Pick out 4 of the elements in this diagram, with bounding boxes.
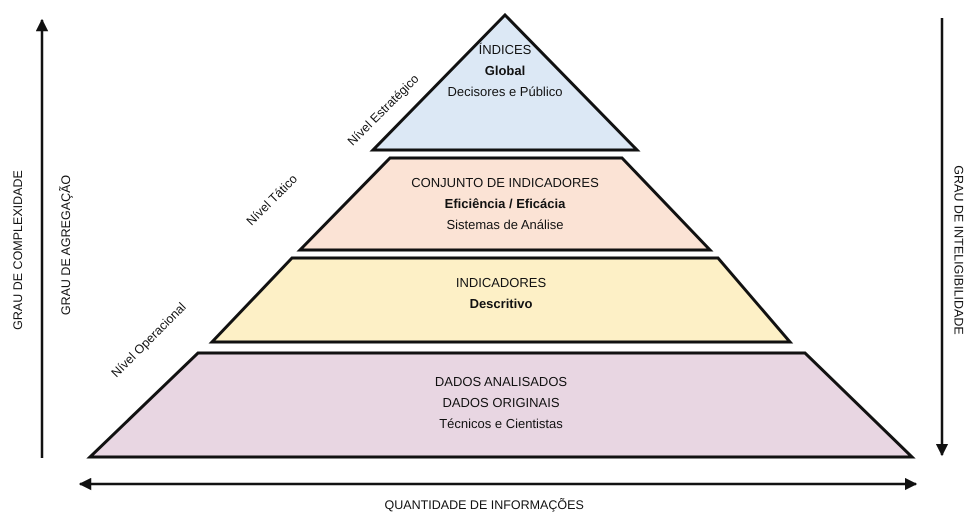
axis-label: GRAU DE INTELIGIBILIDADE <box>951 165 966 335</box>
axis-label: GRAU DE COMPLEXIDADE <box>10 170 25 330</box>
axis-label: GRAU DE AGREGAÇÃO <box>59 174 74 316</box>
axis-label: QUANTIDADE DE INFORMAÇÕES <box>384 498 584 512</box>
